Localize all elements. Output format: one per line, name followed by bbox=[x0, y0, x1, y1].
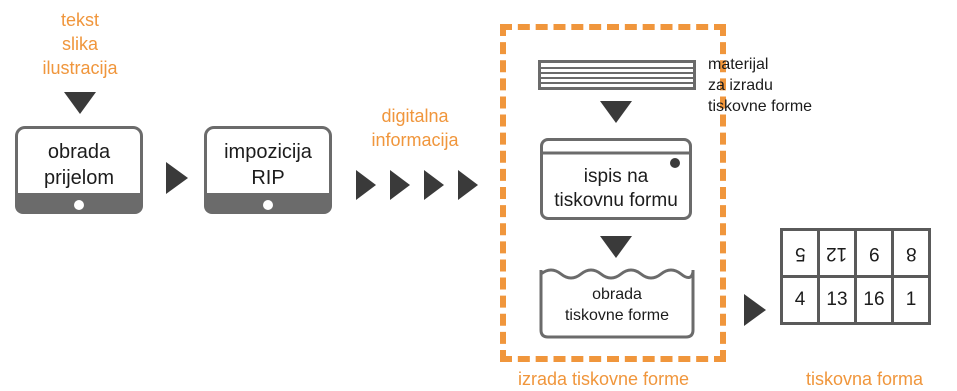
page-cell: 5 bbox=[780, 228, 820, 278]
monitor2-line2: RIP bbox=[251, 167, 285, 189]
page-cell: 13 bbox=[817, 275, 857, 325]
material-label: materijal za izradu tiskovne forme bbox=[708, 54, 858, 117]
imposition-grid: 5 12 9 8 4 13 16 1 bbox=[780, 228, 931, 325]
monitor-screen: obrada prijelom bbox=[15, 126, 143, 196]
page-cell: 12 bbox=[817, 228, 857, 278]
down-arrow-icon bbox=[600, 236, 632, 258]
page-cell: 16 bbox=[854, 275, 894, 325]
print-box-line2: tiskovnu formu bbox=[554, 190, 678, 211]
output-caption: tiskovna forma bbox=[806, 369, 924, 389]
plate-exposure-box: ispis na tiskovnu formu bbox=[540, 138, 692, 220]
lid-line bbox=[543, 151, 689, 155]
plate-material-icon bbox=[538, 60, 696, 90]
material-label-line1: materijal bbox=[708, 56, 769, 73]
monitor-base bbox=[15, 196, 143, 214]
monitor1-line2: prijelom bbox=[43, 167, 115, 189]
down-arrow-icon bbox=[64, 92, 96, 114]
process-box-line1: obrada bbox=[592, 286, 642, 303]
page-cell: 8 bbox=[891, 228, 931, 278]
group-caption: izrada tiskovne forme bbox=[518, 369, 690, 389]
input-label: tekst slika ilustracija bbox=[20, 8, 140, 80]
monitor2-line1: impozicija bbox=[224, 141, 312, 163]
input-label-line3: ilustracija bbox=[42, 58, 118, 78]
page-cell: 1 bbox=[891, 275, 931, 325]
digital-label: digitalna informacija bbox=[350, 104, 480, 152]
monitor-base bbox=[204, 196, 332, 214]
process-box-line2: tiskovne forme bbox=[564, 307, 670, 324]
monitor-dot-icon bbox=[74, 200, 84, 210]
monitor-dot-icon bbox=[263, 200, 273, 210]
right-arrow-icon bbox=[744, 294, 766, 326]
monitor1-line1: obrada bbox=[47, 141, 111, 163]
indicator-dot-icon bbox=[670, 158, 680, 168]
data-flow-arrows-icon bbox=[356, 170, 478, 200]
page-cell: 4 bbox=[780, 275, 820, 325]
digital-label-line1: digitalna bbox=[381, 106, 449, 126]
processing-tank-icon bbox=[539, 268, 695, 339]
monitor-screen: impozicija RIP bbox=[204, 126, 332, 196]
grid-row-bottom: 4 13 16 1 bbox=[780, 275, 931, 325]
down-arrow-icon bbox=[600, 101, 632, 123]
input-label-line2: slika bbox=[61, 34, 98, 54]
plate-making-group bbox=[500, 24, 726, 362]
material-label-line3: tiskovne forme bbox=[708, 98, 813, 115]
grid-row-top: 5 12 9 8 bbox=[780, 228, 931, 278]
input-label-line1: tekst bbox=[60, 10, 99, 30]
print-box-line1: ispis na bbox=[583, 166, 649, 187]
page-cell: 9 bbox=[854, 228, 894, 278]
digital-label-line2: informacija bbox=[371, 130, 459, 150]
material-label-line2: za izradu bbox=[708, 77, 773, 94]
right-arrow-icon bbox=[166, 162, 188, 194]
